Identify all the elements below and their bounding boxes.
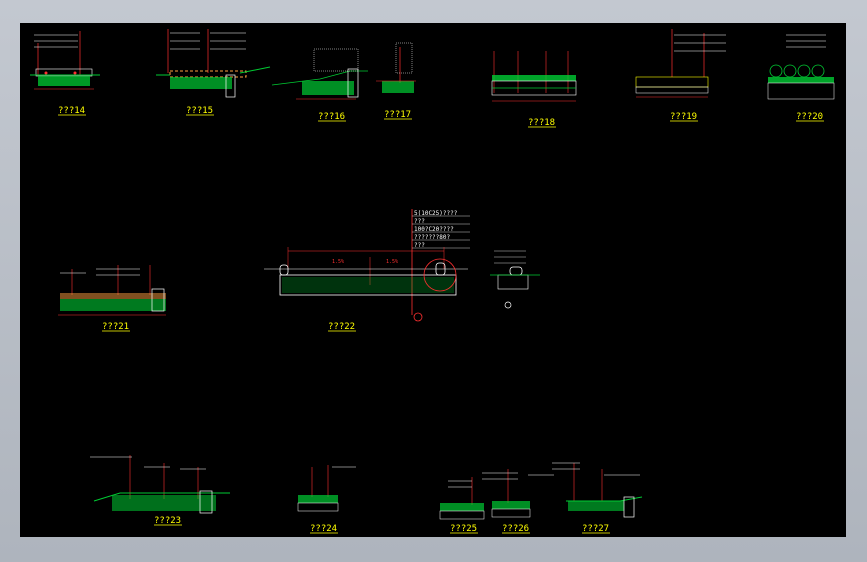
section-note: ???	[414, 242, 425, 249]
detail-title: ???22	[328, 322, 355, 332]
detail-title: ???20	[796, 112, 823, 122]
detail-16[interactable]: ???16	[271, 48, 368, 122]
detail-title: ???21	[102, 322, 129, 332]
detail-title: ???25	[450, 524, 477, 534]
section-note: ???????80?	[414, 234, 451, 241]
detail-24[interactable]: ???24	[297, 465, 356, 534]
drawing-canvas[interactable]: ???14 ???15 ???16 ???17	[20, 23, 846, 537]
section-note: 5(10C25)????	[414, 210, 458, 217]
detail-22[interactable]: 5(10C25)???? ??? 100?C20???? ???????80? …	[264, 209, 470, 332]
slope-label: 1.5%	[386, 259, 398, 265]
detail-14[interactable]: ???14	[30, 31, 100, 116]
detail-title: ???27	[582, 524, 609, 534]
detail-title: ???18	[528, 118, 555, 128]
slope-label: 1.5%	[332, 259, 344, 265]
detail-title: ???24	[310, 524, 337, 534]
detail-17[interactable]: ???17	[376, 42, 416, 120]
detail-title: ???16	[318, 112, 345, 122]
detail-20[interactable]: ???20	[767, 34, 835, 122]
detail-title: ???14	[58, 106, 85, 116]
detail-15[interactable]: ???15	[156, 29, 271, 116]
detail-title: ???26	[502, 524, 529, 534]
detail-18[interactable]: ???18	[491, 51, 577, 128]
section-note: ???	[414, 218, 425, 225]
detail-title: ???15	[186, 106, 213, 116]
detail-title: ???17	[384, 110, 411, 120]
detail-21[interactable]: ???21	[58, 265, 166, 332]
enlarged-node-detail[interactable]	[490, 250, 540, 309]
detail-title: ???19	[670, 112, 697, 122]
section-note: 100?C20????	[414, 226, 454, 233]
detail-27[interactable]: ???27	[552, 462, 643, 534]
detail-title: ???23	[154, 516, 181, 526]
detail-19[interactable]: ???19	[635, 29, 726, 122]
detail-25[interactable]: ???25	[439, 477, 485, 534]
detail-23[interactable]: ???23	[90, 455, 230, 526]
cad-drawing: ???14 ???15 ???16 ???17	[30, 29, 835, 534]
detail-26[interactable]: ???26	[482, 469, 554, 534]
